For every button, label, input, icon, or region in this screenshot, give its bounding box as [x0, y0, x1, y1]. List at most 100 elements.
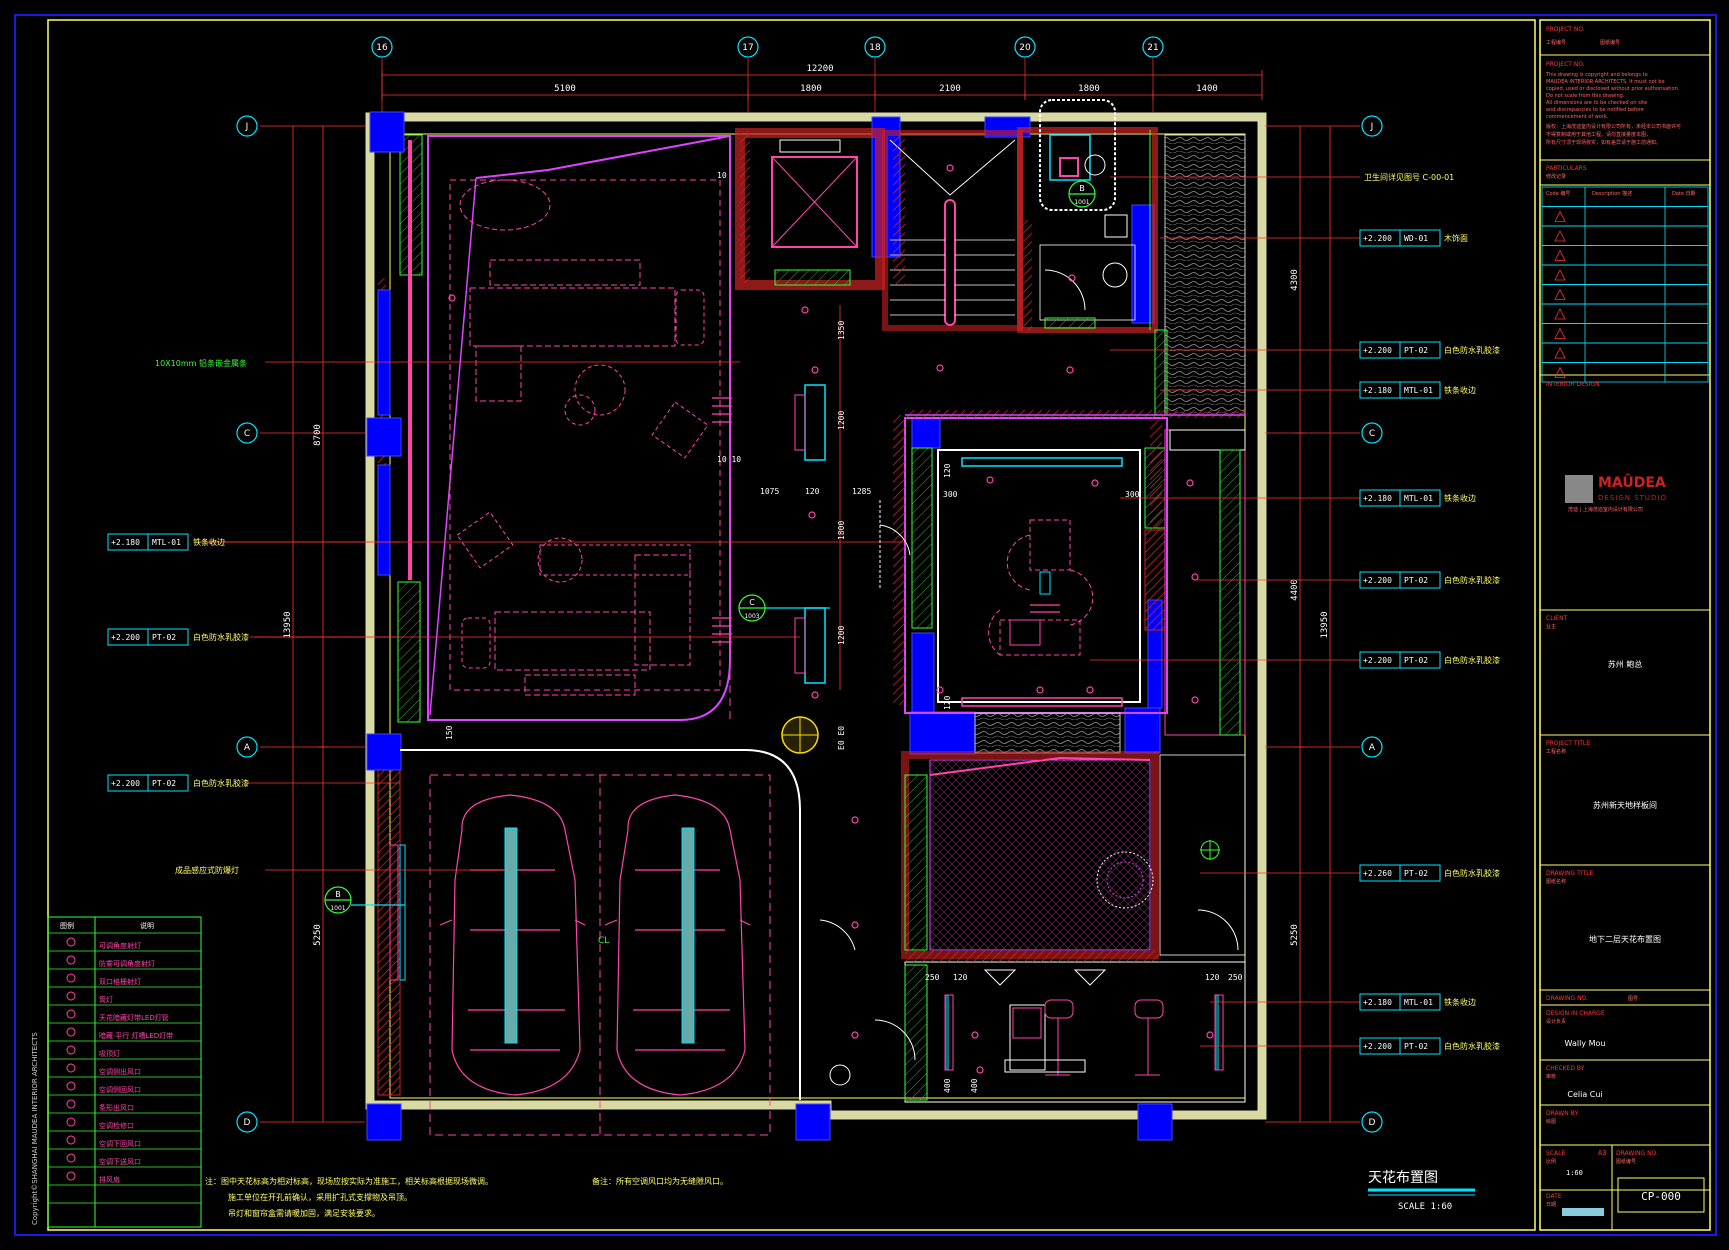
tag-r4-code: MTL-01 [1404, 494, 1433, 503]
dim-right-lower: 5250 [1290, 924, 1300, 946]
tag-r8-desc: 铁条收边 [1444, 997, 1476, 1007]
garage [389, 716, 819, 1136]
axis-j-right: J [1370, 122, 1374, 132]
legend-item-7: 吸顶灯 [99, 1049, 120, 1058]
revision-triangle-icon [1554, 269, 1566, 281]
legend-symbol-icon [66, 1081, 76, 1091]
revision-row [1541, 362, 1709, 383]
tag-l3-height: +2.200 [111, 779, 140, 788]
tb-drawing-title-value: 地下二层天花布置图 [1589, 934, 1661, 944]
callout-1-num: 1001 [1074, 199, 1089, 206]
axis-16: 16 [376, 43, 388, 53]
legend-symbol-icon [66, 1045, 76, 1055]
grid-lines [260, 58, 1360, 1123]
dim-inner-19: 400 [943, 1078, 952, 1093]
tag-r3-height: +2.180 [1363, 386, 1392, 395]
tb-note-en-6: and discrepancies to be notified before [1546, 107, 1644, 113]
living-room [205, 135, 905, 721]
tag-bathroom-ref: 卫生间详见图号 C-00-01 [1364, 172, 1454, 182]
tb-client-label: CLIENT [1546, 615, 1568, 622]
dim-inner-7: 1285 [852, 487, 871, 496]
tb-project-no-b: 图纸编号 [1600, 39, 1620, 46]
tb-date-bar [1562, 1208, 1604, 1216]
section-callouts [324, 180, 1096, 914]
legend-symbol-icon [66, 973, 76, 983]
note-1-line-2: 施工单位在开孔前确认，采用扩孔式支撑物及吊顶。 [228, 1192, 412, 1202]
legend-item-14: 排风扇 [99, 1175, 120, 1184]
dim-inner-6: 120 [805, 487, 820, 496]
dim-inner-10: 10 [717, 171, 727, 180]
note-2: 备注：所有空调风口均为无缝隙风口。 [592, 1176, 728, 1186]
dim-inner-16: 120 [1205, 973, 1220, 982]
tag-r2-desc: 白色防水乳胶漆 [1444, 345, 1500, 355]
dim-right-mid: 4400 [1290, 579, 1300, 601]
side-dimensions [292, 126, 1331, 1122]
tag-r4-height: +2.180 [1363, 494, 1392, 503]
interior-walls [740, 133, 1245, 962]
outer-walls [365, 112, 1267, 1120]
dim-inner-15: 120 [953, 973, 968, 982]
tag-l1-height: +2.180 [111, 538, 140, 547]
tag-r9-code: PT-02 [1404, 1042, 1428, 1051]
tb-scale-label: SCALE [1546, 1150, 1565, 1157]
tb-notes-label: PROJECT NO. [1546, 61, 1585, 68]
revision-row [1541, 284, 1709, 305]
revision-triangle-icon [1554, 366, 1566, 378]
tb-scale-value: 1:60 [1566, 1169, 1583, 1177]
tag-r7-desc: 白色防水乳胶漆 [1444, 868, 1500, 878]
tag-r6-code: PT-02 [1404, 656, 1428, 665]
dim-inner-5: 1075 [760, 487, 779, 496]
dim-right-upper: 4300 [1290, 269, 1300, 291]
tb-project-title-value: 苏州新天地样板间 [1593, 800, 1657, 810]
dim-inner-12: 120 [943, 463, 952, 478]
tb-date-cn: 日期 [1546, 1202, 1556, 1208]
axis-j-left: J [245, 122, 249, 132]
legend-item-12: 空调下回风口 [99, 1139, 141, 1148]
tb-note-en-3: copied, used or disclosed without prior … [1546, 86, 1680, 92]
dim-inner-8: 300 [943, 490, 958, 499]
tb-sheet-label: DRAWING NO. [1616, 1150, 1658, 1157]
legend-item-8: 空调侧出风口 [99, 1067, 141, 1076]
legend-item-13: 空调下送风口 [99, 1157, 141, 1166]
tb-note-en-5: All dimensions are to be checked on site [1546, 100, 1647, 106]
legend-symbol-icon [66, 1117, 76, 1127]
tb-rev-header-desc: Description 描述 [1592, 190, 1632, 197]
diffusers [712, 397, 1060, 643]
tb-scale-cn: 比例 [1546, 1158, 1556, 1165]
legend-symbol-icon [66, 1027, 76, 1037]
legend-symbol-icon [66, 1153, 76, 1163]
tb-note-cn-2: 不得复制或用于其他工程。请勿直接量度本图， [1546, 131, 1651, 138]
dim-inner-1: 1350 [837, 321, 846, 340]
callout-1-letter: B [1079, 184, 1085, 193]
right-leaders [1090, 176, 1360, 1047]
revision-triangle-icon [1554, 288, 1566, 300]
legend-item-3: 双口格栅射灯 [99, 977, 141, 986]
dim-inner-20: 150 [445, 725, 454, 740]
dim-inner-9: 300 [1125, 490, 1140, 499]
revision-table [1541, 186, 1709, 383]
lounge-room [901, 751, 1246, 959]
ceiling-lights [448, 164, 1214, 1074]
axis-d-left: D [244, 1118, 251, 1128]
revision-row [1541, 303, 1709, 324]
dim-inner-3: 1800 [837, 521, 846, 540]
legend-table [47, 916, 202, 1228]
tag-r2-height: +2.200 [1363, 346, 1392, 355]
dim-seg-1: 5100 [554, 84, 576, 94]
dim-left-lower: 5250 [313, 924, 323, 946]
tb-design-label: DESIGN IN CHARGE [1546, 1010, 1605, 1017]
title-block-border [1539, 19, 1711, 1231]
callout-2-letter: C [749, 598, 755, 607]
title-block-lines [1540, 54, 1710, 1230]
tag-l1-code: MTL-01 [152, 538, 181, 547]
tb-note-cn-1: 版权：上海茂迪室内设计有限公司所有，未经本公司书面许可 [1546, 123, 1681, 130]
tb-note-en-4: Do not scale from this drawing. [1546, 93, 1625, 99]
tag-r1-height: +2.200 [1363, 234, 1392, 243]
revision-triangle-icon [1554, 210, 1566, 222]
tb-note-en-2: MAUDEA INTERIOR ARCHITECTS. It must not … [1546, 79, 1665, 85]
axis-17: 17 [742, 43, 753, 53]
tb-project-title-cn: 工程名称 [1546, 748, 1566, 755]
dim-left-total: 13950 [283, 611, 293, 638]
legend-symbol-icon [66, 1135, 76, 1145]
revision-triangle-icon [1554, 249, 1566, 261]
